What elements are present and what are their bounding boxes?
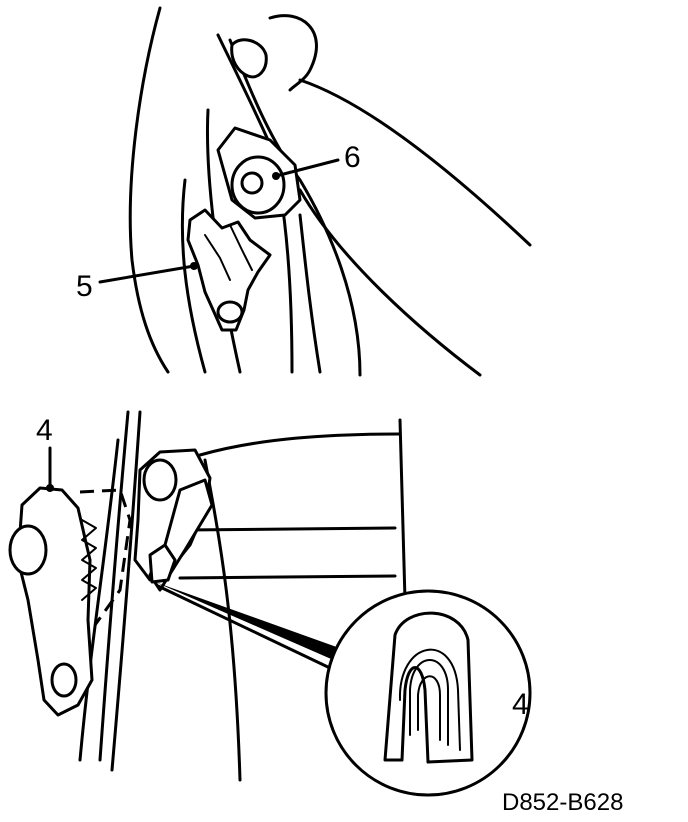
detail-pointer-edge bbox=[156, 584, 332, 670]
hinge-boss bbox=[8, 524, 48, 576]
callout-4: 4 bbox=[36, 414, 53, 447]
leader-dot-4 bbox=[46, 484, 54, 492]
door-crease-2 bbox=[178, 574, 397, 580]
detail-clip-inner-2 bbox=[409, 659, 449, 746]
lower-view: 4 4 bbox=[8, 410, 532, 797]
detail-pointer bbox=[155, 582, 345, 662]
detail-callout-4: 4 bbox=[512, 688, 529, 721]
door-inner-edge bbox=[216, 33, 270, 142]
door-edge-curve bbox=[128, 6, 170, 374]
callout-6: 6 bbox=[344, 141, 361, 174]
pillar-line-2 bbox=[298, 188, 482, 377]
leader-dot-5 bbox=[190, 262, 198, 270]
hinge-mount-hole bbox=[50, 662, 78, 698]
hinge-pin-hidden-line bbox=[79, 488, 132, 626]
callout-5: 5 bbox=[76, 270, 93, 303]
hinge-arm-line-2 bbox=[298, 213, 322, 374]
pillar-outer-line bbox=[228, 38, 362, 377]
hinge-arm-line bbox=[278, 188, 294, 374]
clip-detail bbox=[204, 224, 253, 281]
hinge-spring bbox=[81, 519, 97, 601]
pillar-line-a bbox=[98, 410, 130, 762]
door-top-edge bbox=[198, 432, 402, 457]
leader-line-5 bbox=[98, 264, 196, 284]
body-panel-line bbox=[298, 78, 532, 247]
strap-clip bbox=[148, 543, 177, 584]
reference-code: D852-B628 bbox=[502, 789, 623, 816]
door-crease-1 bbox=[183, 526, 397, 532]
latch-bolt-center bbox=[240, 171, 264, 195]
inner-pillar-line-2 bbox=[180, 178, 207, 374]
upper-view: 6 5 bbox=[76, 6, 532, 377]
door-front-edge bbox=[203, 458, 242, 782]
door-right-edge bbox=[398, 418, 407, 602]
pillar-line-c bbox=[78, 438, 120, 762]
leader-line-6 bbox=[274, 158, 340, 178]
clip-eye bbox=[216, 300, 244, 324]
detail-clip-outer bbox=[383, 611, 474, 764]
detail-clip-inner-3 bbox=[417, 675, 441, 741]
door-hinge-knuckle bbox=[142, 458, 178, 502]
detail-clip-inner-1 bbox=[398, 648, 461, 751]
leader-dot-6 bbox=[272, 172, 280, 180]
pillar-line-b bbox=[110, 410, 142, 772]
panel-top-contour bbox=[268, 14, 318, 92]
striker-bolt bbox=[230, 38, 268, 79]
